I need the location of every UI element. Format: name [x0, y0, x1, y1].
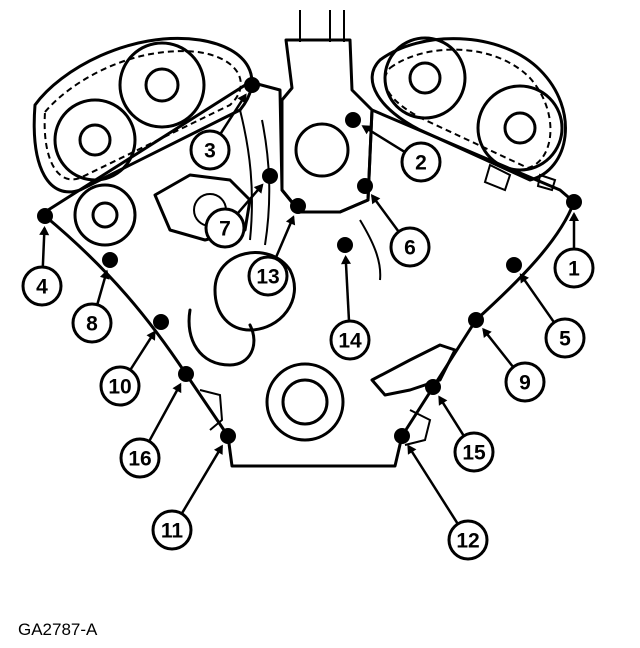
callout-circle-15: [453, 431, 495, 473]
arrowhead-9: [482, 327, 492, 339]
callout-number-7: 7: [219, 218, 231, 241]
callout-circle-1: [553, 247, 595, 289]
callout-circle-12: [447, 519, 489, 561]
callout-number-3: 3: [204, 140, 216, 163]
callout-number-10: 10: [108, 376, 131, 399]
bolt-9: [468, 312, 484, 328]
arrowhead-5: [519, 273, 529, 284]
callout-circle-3: [189, 129, 231, 171]
engine-line-art: [32, 10, 576, 468]
callout-7: 7: [204, 168, 278, 249]
callout-4: 4: [21, 208, 63, 307]
arrowhead-4: [39, 225, 50, 236]
callout-12: 12: [394, 428, 489, 561]
bolt-3: [244, 77, 260, 93]
bolt-13: [290, 198, 306, 214]
leader-line-6: [371, 194, 400, 233]
arrowhead-8: [99, 269, 110, 280]
leader-line-15: [438, 396, 465, 437]
callout-number-6: 6: [404, 237, 416, 260]
callout-8: 8: [71, 252, 118, 344]
arrowhead-16: [172, 382, 182, 394]
bolt-12: [394, 428, 410, 444]
arrowhead-10: [146, 330, 156, 341]
bolt-15: [425, 379, 441, 395]
callout-circle-13: [247, 255, 289, 297]
bolt-1: [566, 194, 582, 210]
callout-circle-7: [204, 207, 246, 249]
callout-circle-5: [544, 317, 586, 359]
arrowhead-14: [341, 254, 351, 265]
callout-circle-14: [329, 319, 371, 361]
callout-6: 6: [357, 178, 431, 268]
callout-number-14: 14: [338, 330, 362, 353]
callout-3: 3: [189, 77, 260, 171]
leader-line-11: [180, 445, 223, 515]
arrowhead-7: [253, 183, 264, 194]
arrowhead-11: [213, 444, 223, 455]
callout-number-9: 9: [519, 372, 531, 395]
arrowhead-13: [285, 215, 296, 226]
bolt-16: [178, 366, 194, 382]
bolt-5: [506, 257, 522, 273]
bolt-7: [262, 168, 278, 184]
leader-line-14: [344, 256, 351, 322]
callout-number-8: 8: [86, 313, 98, 336]
callout-11: 11: [151, 428, 236, 551]
callout-number-1: 1: [568, 258, 580, 281]
bolt-2: [345, 112, 361, 128]
arrowhead-12: [407, 444, 417, 455]
callout-circle-16: [119, 437, 161, 479]
leader-line-2: [362, 125, 406, 154]
bolt-14: [337, 237, 353, 253]
arrowhead-1: [569, 212, 579, 221]
callout-number-12: 12: [456, 530, 479, 553]
callout-15: 15: [425, 379, 495, 473]
callout-1: 1: [553, 194, 595, 289]
callout-2: 2: [345, 112, 442, 183]
arrowhead-2: [361, 125, 372, 135]
callout-circle-8: [71, 302, 113, 344]
leader-line-10: [129, 331, 156, 371]
bolt-10: [153, 314, 169, 330]
arrowhead-3: [237, 93, 247, 104]
callout-5: 5: [506, 257, 586, 359]
bolt-8: [102, 252, 118, 268]
callout-circle-9: [504, 361, 546, 403]
leader-line-12: [407, 445, 459, 525]
callout-circle-11: [151, 509, 193, 551]
callout-10: 10: [99, 314, 169, 407]
leader-line-16: [148, 383, 182, 442]
leader-line-13: [274, 216, 295, 260]
callout-number-5: 5: [559, 328, 571, 351]
callout-number-4: 4: [36, 276, 48, 299]
callout-9: 9: [468, 312, 546, 403]
figure-id: GA2787-A: [18, 620, 98, 639]
callout-number-15: 15: [462, 442, 486, 465]
leader-line-5: [519, 274, 556, 324]
callout-number-11: 11: [161, 520, 184, 543]
arrowhead-15: [438, 395, 448, 406]
callout-13: 13: [247, 198, 306, 297]
callout-number-16: 16: [128, 448, 151, 471]
callout-number-13: 13: [256, 266, 279, 289]
callout-circle-2: [400, 141, 442, 183]
callout-16: 16: [119, 366, 194, 479]
callout-circle-4: [21, 265, 63, 307]
bolt-4: [37, 208, 53, 224]
arrowhead-6: [370, 194, 381, 205]
leader-line-3: [219, 94, 247, 135]
leader-line-9: [482, 328, 515, 368]
callout-number-2: 2: [415, 152, 427, 175]
callout-circle-6: [389, 226, 431, 268]
bolt-6: [357, 178, 373, 194]
bolt-11: [220, 428, 236, 444]
callout-14: 14: [329, 237, 371, 361]
callout-circle-10: [99, 365, 141, 407]
